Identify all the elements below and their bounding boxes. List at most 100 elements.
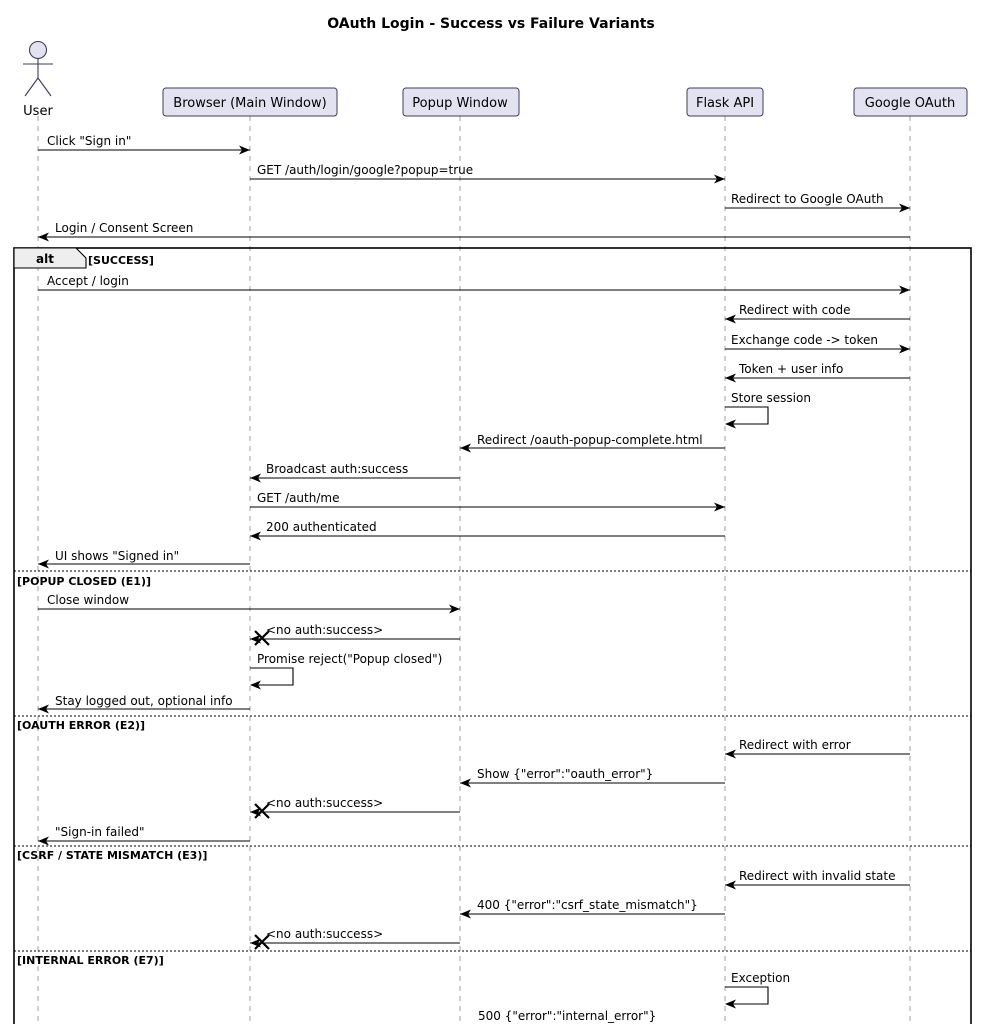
message-m15: Close window <box>38 593 460 614</box>
message-m22: "Sign-in failed" <box>38 825 250 846</box>
message-m19: Redirect with error <box>725 738 910 759</box>
participant-google[interactable]: Google OAuth <box>853 87 968 117</box>
message-m10: Redirect /oauth-popup-complete.html <box>460 433 725 453</box>
message-m13: 200 authenticated <box>250 520 725 541</box>
message-label: Redirect with code <box>739 303 851 317</box>
message-m6: Redirect with code <box>725 303 910 324</box>
message-label: Close window <box>47 593 129 607</box>
participant-box[interactable] <box>686 87 764 117</box>
alt-guard-label-0: [SUCCESS] <box>88 254 154 267</box>
message-arrowhead <box>725 880 736 890</box>
message-arrowhead <box>250 473 261 483</box>
message-label: "Sign-in failed" <box>55 825 145 839</box>
message-label: GET /auth/me <box>257 491 339 505</box>
message-arrowhead <box>725 749 736 759</box>
message-m7: Exchange code -> token <box>725 333 910 354</box>
message-label: Click "Sign in" <box>47 134 131 148</box>
message-arrowhead <box>449 604 460 614</box>
participant-box[interactable] <box>402 87 520 117</box>
message-m26: Exception <box>725 971 790 1009</box>
message-m21: <no auth:success> <box>250 796 460 819</box>
lost-message-x-icon <box>254 630 270 646</box>
message-line <box>725 986 769 1005</box>
message-label: Redirect with invalid state <box>739 869 895 883</box>
message-arrowhead <box>725 999 736 1009</box>
alt-guard-label-3: [CSRF / STATE MISMATCH (E3)] <box>17 849 207 862</box>
message-m25: <no auth:success> <box>250 927 460 950</box>
message-label: Broadcast auth:success <box>266 462 408 476</box>
message-m24: 400 {"error":"csrf_state_mismatch"} <box>460 898 725 919</box>
message-m27: 500 {"error":"internal_error"} <box>478 1009 656 1023</box>
alt-frame-border <box>13 247 972 1024</box>
message-label: GET /auth/login/google?popup=true <box>257 163 473 177</box>
message-m12: GET /auth/me <box>250 491 725 512</box>
message-label: Token + user info <box>738 362 843 376</box>
message-label: 200 authenticated <box>266 520 377 534</box>
message-m18: Stay logged out, optional info <box>38 694 250 714</box>
message-label: Show {"error":"oauth_error"} <box>477 767 653 781</box>
message-label: Login / Consent Screen <box>55 221 193 235</box>
message-label: <no auth:success> <box>266 796 383 810</box>
alt-guard-label-1: [POPUP CLOSED (E1)] <box>17 575 151 588</box>
message-label: Stay logged out, optional info <box>55 694 233 708</box>
message-arrowhead <box>714 174 725 184</box>
message-arrowhead <box>38 704 49 714</box>
alt-guard-label-4: [INTERNAL ERROR (E7)] <box>17 954 164 967</box>
message-label: Redirect /oauth-popup-complete.html <box>477 433 703 447</box>
alt-frame-layer: alt [SUCCESS] [POPUP CLOSED (E1)] [OAUTH ER… <box>13 247 972 1024</box>
message-label: <no auth:success> <box>266 927 383 941</box>
participant-popup[interactable]: Popup Window <box>402 87 520 117</box>
alt-frame-operator-label: alt <box>36 252 54 266</box>
lifelines-layer <box>37 116 911 1024</box>
message-label: Redirect to Google OAuth <box>731 192 884 206</box>
message-m23: Redirect with invalid state <box>725 869 910 890</box>
message-arrowhead <box>250 531 261 541</box>
message-line <box>725 406 769 425</box>
participant-box[interactable] <box>162 87 338 117</box>
message-label: Promise reject("Popup closed") <box>257 652 442 666</box>
messages-layer: Click "Sign in" GET /auth/login/google?po… <box>38 134 910 1023</box>
message-arrowhead <box>460 778 471 788</box>
message-m20: Show {"error":"oauth_error"} <box>460 767 725 788</box>
actor-legs-icon <box>24 77 52 97</box>
message-label: 400 {"error":"csrf_state_mismatch"} <box>477 898 698 912</box>
message-m9: Store session <box>725 391 811 429</box>
lost-message-x-icon <box>254 803 270 819</box>
message-arrowhead <box>899 203 910 213</box>
message-m17: Promise reject("Popup closed") <box>250 652 442 690</box>
message-m2: GET /auth/login/google?popup=true <box>250 163 725 184</box>
message-line <box>250 667 294 686</box>
lost-message-x-icon <box>254 934 270 950</box>
message-label: Exception <box>731 971 790 985</box>
message-m3: Redirect to Google OAuth <box>725 192 910 213</box>
alt-guard-label-2: [OAUTH ERROR (E2)] <box>17 719 145 732</box>
message-m14: UI shows "Signed in" <box>38 549 250 569</box>
message-arrowhead <box>460 443 471 453</box>
message-label: 500 {"error":"internal_error"} <box>478 1009 656 1023</box>
message-arrowhead <box>460 909 471 919</box>
alt-frame-tag <box>13 247 87 269</box>
diagram-title: OAuth Login - Success vs Failure Variant… <box>327 16 654 32</box>
message-m1: Click "Sign in" <box>38 134 250 155</box>
message-m5: Accept / login <box>38 274 910 295</box>
message-arrowhead <box>899 285 910 295</box>
participant-flask[interactable]: Flask API <box>686 87 764 117</box>
message-arrowhead <box>250 680 261 690</box>
message-arrowhead <box>714 502 725 512</box>
participant-box[interactable] <box>853 87 968 117</box>
message-arrowhead <box>899 344 910 354</box>
message-arrowhead <box>725 373 736 383</box>
message-m11: Broadcast auth:success <box>250 462 460 483</box>
participant-label: User <box>23 104 53 119</box>
participant-user[interactable]: User <box>23 40 53 120</box>
message-label: Store session <box>731 391 811 405</box>
message-arrowhead <box>38 836 49 846</box>
participant-label: Google OAuth <box>865 96 955 111</box>
message-label: <no auth:success> <box>266 623 383 637</box>
message-arrowhead <box>725 419 736 429</box>
participant-browser[interactable]: Browser (Main Window) <box>162 87 338 117</box>
message-m4: Login / Consent Screen <box>38 221 910 242</box>
message-label: Accept / login <box>47 274 129 288</box>
